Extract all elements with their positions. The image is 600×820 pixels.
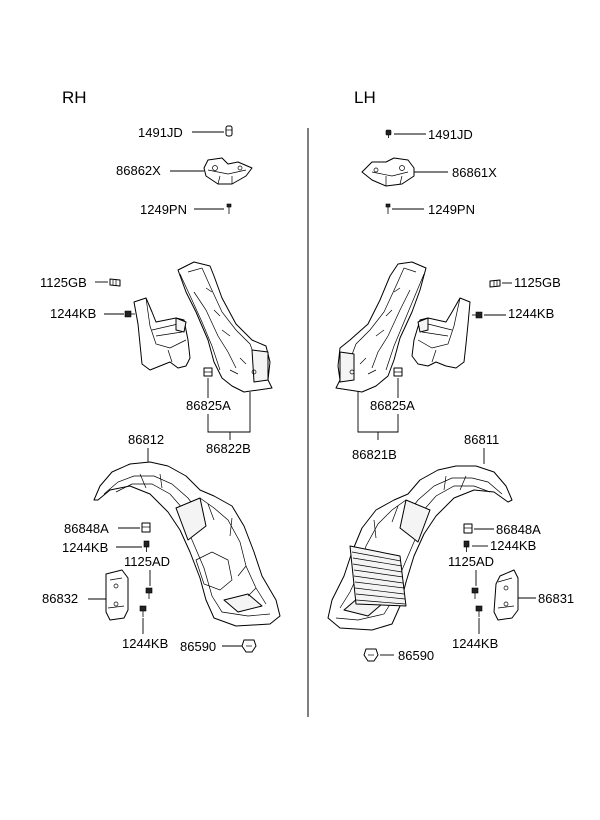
lh-header: LH [354, 88, 376, 107]
rh-flap-bracket-icon [105, 569, 129, 621]
lh-label-liner-bolt: 1244KB [490, 538, 536, 553]
lh-label-bolt-flap: 1244KB [508, 306, 554, 321]
lh-screw-icon [385, 203, 391, 214]
rh-rear-clip-icon [145, 587, 153, 599]
lh-rear-clip-icon [471, 587, 479, 599]
lh-label-mount-clip: 86825A [370, 398, 415, 413]
rh-leader-flap-assembly [207, 392, 251, 440]
rh-bolt-top-icon [225, 125, 233, 137]
lh-label-flap-bracket: 86831 [538, 591, 574, 606]
rh-bolt-flap-icon [124, 310, 135, 318]
rh-label-flap-assembly: 86822B [206, 441, 251, 456]
lh-label-flap-assembly: 86821B [352, 447, 397, 462]
rh-label-grommet: 86590 [180, 639, 216, 654]
rh-label-liner: 86812 [128, 432, 164, 447]
lh-label-liner-clip: 86848A [496, 522, 541, 537]
rh-label-bolt-top: 1491JD [138, 125, 183, 140]
lh-label-rear-clip: 1125AD [448, 554, 494, 569]
lh-grommet-icon [363, 648, 379, 662]
rh-label-liner-clip: 86848A [64, 521, 109, 536]
rh-label-clip: 1125GB [40, 275, 87, 290]
lh-flap-bracket-icon [493, 569, 519, 621]
lh-mud-guard [335, 261, 427, 393]
rh-bracket-icon [203, 157, 253, 185]
rh-label-flap-bracket: 86832 [42, 591, 78, 606]
lh-clip-icon [489, 279, 501, 288]
rh-label-bracket: 86862X [116, 163, 161, 178]
rh-wheel-liner [93, 461, 281, 627]
lh-bracket-icon [361, 157, 415, 187]
lh-label-bracket: 86861X [452, 165, 497, 180]
lh-bolt-flap-icon [472, 311, 483, 319]
rh-liner-clip-icon [141, 522, 151, 533]
lh-mount-clip-icon [393, 367, 403, 377]
lh-label-clip: 1125GB [514, 275, 561, 290]
rh-mount-clip-icon [203, 367, 213, 377]
lh-label-screw: 1249PN [428, 202, 475, 217]
lh-label-bolt-top: 1491JD [428, 127, 473, 142]
lh-mud-flap [411, 297, 471, 369]
rh-label-mount-clip: 86825A [186, 398, 231, 413]
lh-leader-flap-assembly [357, 392, 399, 440]
rh-grommet-icon [241, 639, 257, 653]
rh-bracket-bolt-icon [139, 605, 147, 617]
rh-label-rear-clip: 1125AD [124, 554, 170, 569]
rh-mud-guard [177, 261, 273, 393]
rh-header: RH [62, 88, 87, 107]
rh-liner-bolt-icon [143, 540, 150, 552]
lh-liner-grille [349, 545, 407, 607]
rh-label-bracket-bolt: 1244KB [122, 636, 168, 651]
lh-bracket-bolt-icon [475, 605, 483, 617]
lh-label-liner: 86811 [464, 432, 499, 447]
lh-label-grommet: 86590 [398, 648, 434, 663]
lh-bolt-top-icon [385, 129, 392, 138]
rh-clip-icon [109, 278, 121, 287]
lh-liner-bolt-icon [463, 540, 470, 552]
rh-label-screw: 1249PN [140, 202, 187, 217]
lh-liner-clip-icon [463, 523, 473, 534]
rh-mud-flap [133, 297, 191, 371]
rh-screw-icon [226, 203, 232, 214]
rh-label-liner-bolt: 1244KB [62, 540, 108, 555]
rh-label-bolt-flap: 1244KB [50, 306, 96, 321]
lh-label-bracket-bolt: 1244KB [452, 636, 498, 651]
